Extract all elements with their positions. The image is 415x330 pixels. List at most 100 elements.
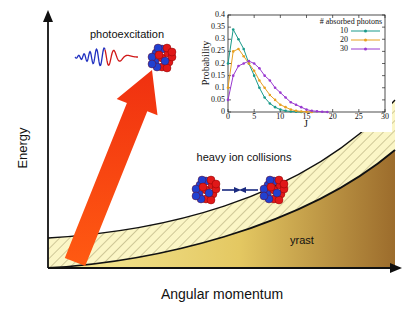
data-point <box>300 111 303 114</box>
tick <box>228 15 229 18</box>
data-point <box>284 106 287 109</box>
tick <box>228 39 231 40</box>
tick <box>254 15 255 18</box>
data-point <box>279 91 282 94</box>
axis-arrowhead <box>43 10 53 22</box>
data-point <box>295 109 298 112</box>
nucleon <box>198 176 206 184</box>
data-point <box>274 106 277 109</box>
nucleon <box>273 189 281 197</box>
data-point <box>242 55 245 58</box>
data-point <box>269 94 272 97</box>
nucleon <box>205 189 213 197</box>
data-point <box>321 110 324 113</box>
legend-entry: 30 <box>340 45 348 53</box>
data-point <box>290 108 293 111</box>
nucleon <box>168 48 176 56</box>
legend-entry: 20 <box>340 36 348 44</box>
photon-wave <box>75 48 138 66</box>
data-point <box>300 110 303 113</box>
tick <box>382 87 385 88</box>
data-point <box>274 99 277 102</box>
momentum-axis <box>48 267 392 269</box>
inset-ground <box>196 8 392 132</box>
tick-label: 0 <box>221 108 225 116</box>
data-point <box>242 62 245 65</box>
data-point <box>263 74 266 77</box>
tick <box>385 109 386 112</box>
tick-label: 0 <box>226 113 230 121</box>
data-point <box>232 50 235 53</box>
probability-curve <box>228 49 312 112</box>
inset-curves <box>227 28 329 113</box>
data-point <box>310 109 313 112</box>
tick-label: 10 <box>276 113 284 121</box>
nucleon <box>267 183 275 191</box>
tick <box>382 27 385 28</box>
tick-label: 30 <box>381 113 389 121</box>
data-point <box>232 74 235 77</box>
data-point <box>326 111 329 114</box>
data-point <box>227 62 230 65</box>
tick-label: 15 <box>303 113 311 121</box>
axis-title: Angular momentum <box>161 287 283 301</box>
data-point <box>237 65 240 68</box>
collision-label: heavy ion collisions <box>197 152 292 163</box>
tick <box>306 15 307 18</box>
data-point <box>279 108 282 111</box>
tick <box>228 27 231 28</box>
inset-ticks <box>228 15 385 112</box>
excitation-arrow <box>65 70 158 266</box>
tick <box>280 15 281 18</box>
tick <box>382 51 385 52</box>
legend-sample <box>364 48 367 51</box>
legend-sample <box>351 40 380 41</box>
legend-entry: 10 <box>340 27 348 35</box>
data-point <box>248 62 251 65</box>
data-point <box>232 28 235 31</box>
tick-label: 0.3 <box>215 35 225 43</box>
nucleon <box>266 176 274 184</box>
tick-label: 0.05 <box>211 96 225 104</box>
nucleon <box>161 57 169 65</box>
tick-label: 0.2 <box>215 60 225 68</box>
legend-sample <box>364 30 367 33</box>
probability-curve <box>228 61 327 112</box>
data-point <box>263 96 266 99</box>
wave-line <box>105 50 138 66</box>
tick <box>382 15 385 16</box>
data-point <box>290 101 293 104</box>
collision-arrow <box>222 189 236 191</box>
tick-label: 0.35 <box>211 23 225 31</box>
data-point <box>269 79 272 82</box>
tick-label: 20 <box>329 113 337 121</box>
nucleon <box>199 183 207 191</box>
tick-label: 0.25 <box>211 47 225 55</box>
nucleon <box>154 44 162 52</box>
tick <box>382 63 385 64</box>
tick-label: 0.1 <box>215 84 225 92</box>
photoexcitation-label: photoexcitation <box>90 29 164 40</box>
legend-sample <box>351 49 380 50</box>
data-point <box>263 86 266 89</box>
legend-title: # absorbed photons <box>320 18 382 26</box>
data-point <box>269 102 272 105</box>
nucleon <box>260 192 268 200</box>
tick <box>382 39 385 40</box>
nucleon <box>155 51 163 59</box>
tick <box>254 109 255 112</box>
axis-arrowhead <box>390 263 402 273</box>
data-point <box>258 86 261 89</box>
data-point <box>237 38 240 41</box>
tick <box>228 15 231 16</box>
data-point <box>274 86 277 89</box>
legend-sample <box>364 39 367 42</box>
nucleon <box>212 180 220 188</box>
yrast-label: yrast <box>290 235 314 246</box>
data-point <box>295 110 298 113</box>
tick <box>332 109 333 112</box>
collision-arrowhead <box>239 187 246 193</box>
tick <box>382 75 385 76</box>
data-point <box>279 103 282 106</box>
data-point <box>253 62 256 65</box>
